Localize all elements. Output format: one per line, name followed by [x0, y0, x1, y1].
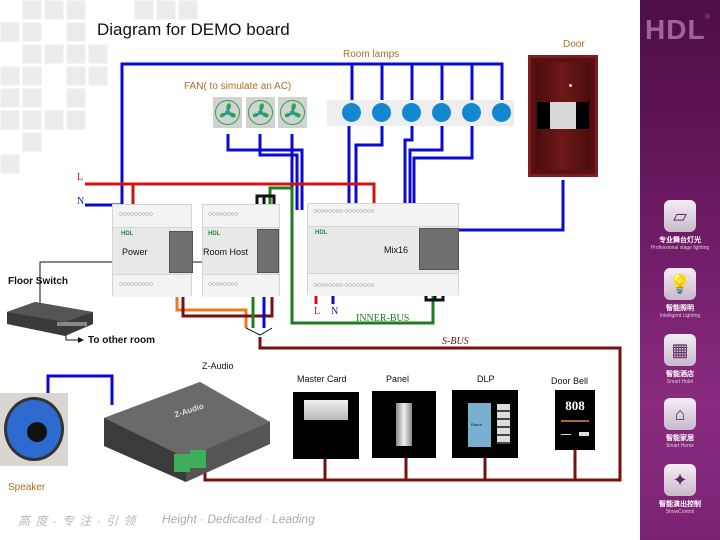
hdl-brand: HDL — [208, 231, 221, 237]
dlp-label: DLP — [477, 374, 495, 384]
panel-label: Panel — [386, 374, 410, 384]
lamp-icon — [462, 103, 481, 122]
maroon-wire — [181, 287, 274, 318]
hotel-icon: ▦ — [664, 334, 696, 366]
lamp-icon — [342, 103, 361, 122]
orange-wire — [175, 287, 248, 328]
slogan-en: Height · Dedicated · Leading — [162, 512, 315, 526]
dlp-screen-text: Rama — [471, 422, 482, 427]
door-bell-label: Door Bell — [551, 376, 589, 386]
room-number: 808 — [565, 398, 585, 413]
master-card-device — [293, 392, 359, 459]
fan-label: FAN( to simulate an AC) — [184, 81, 292, 92]
to-other-room-label: To other room — [88, 335, 156, 346]
room-lamps-label: Room lamps — [343, 49, 400, 60]
door-peephole — [569, 84, 572, 87]
registered-mark: ® — [705, 14, 711, 21]
speaker-wire — [46, 374, 114, 405]
bulb-icon: 💡 — [664, 268, 696, 300]
line-l-label: L — [77, 172, 84, 183]
speaker-image — [0, 393, 68, 466]
s-bus-device-drops — [323, 450, 577, 480]
home-icon: ⌂ — [664, 398, 696, 430]
l-line-wire — [85, 182, 376, 208]
door-label: Door — [563, 39, 585, 50]
show-control-icon: ✦ — [664, 464, 696, 496]
lamp-icon — [372, 103, 391, 122]
background-tiles — [0, 0, 200, 180]
inner-bus-label: INNER-BUS — [356, 313, 410, 324]
page-title: Diagram for DEMO board — [97, 20, 290, 39]
mix-n-label: N — [331, 306, 339, 317]
hdl-sidebar: ▱ 专业舞台灯光 Professional stage lighting 💡 智… — [640, 0, 720, 540]
room-host-module-label: Room Host — [203, 247, 249, 257]
lamp-icon — [402, 103, 421, 122]
sidebar-item-show-control: ✦ 智能演出控制 ShowControl — [640, 464, 720, 515]
fan-icon — [278, 97, 307, 128]
sidebar-item-stage-lighting: ▱ 专业舞台灯光 Professional stage lighting — [640, 200, 720, 251]
sidebar-item-smart-home: ⌂ 智能家居 Smart Home — [640, 398, 720, 449]
mix-l-label: L — [314, 306, 321, 317]
mix16-module-window — [419, 228, 459, 270]
door-bell-device: 808 — [555, 390, 595, 450]
door-image — [528, 55, 598, 177]
blue-wire-lamp-drops — [350, 64, 474, 100]
inner-bus-wire — [268, 186, 435, 325]
panel-device — [372, 391, 436, 458]
hdl-brand: HDL — [315, 230, 328, 236]
s-bus-fork — [245, 327, 273, 336]
blue-wire-main — [120, 62, 504, 213]
room-host-module: ○○○○○○○○ HDL Room Host ○○○○○○○○ — [202, 204, 280, 297]
line-n-label: N — [77, 196, 85, 207]
mix16-module: ○○○○○○○○ ○○○○○○○○ HDL Mix16 ○○○○○○○○ ○○○… — [307, 203, 459, 296]
room-lamps-strip — [327, 100, 514, 126]
s-bus-label: S-BUS — [442, 336, 469, 347]
speaker-label: Speaker — [8, 482, 46, 493]
slogan-cn: 高 度 · 专 注 · 引 领 — [18, 514, 137, 528]
power-module-label: Power — [122, 247, 148, 257]
fan-icon — [213, 97, 242, 128]
lamp-icon — [492, 103, 511, 122]
master-card-label: Master Card — [297, 374, 347, 384]
floor-switch-label: Floor Switch — [8, 276, 68, 287]
ethernet-port — [257, 229, 279, 273]
floor-switch-image — [5, 298, 95, 338]
fan-icon — [246, 97, 275, 128]
arrow-icon — [78, 337, 84, 343]
sidebar-item-smart-hotel: ▦ 智能酒店 Smart Hotel — [640, 334, 720, 385]
sidebar-item-intelligent-lighting: 💡 智能照明 Intelligent Lighting — [640, 268, 720, 319]
dlp-device: Rama — [452, 390, 518, 458]
lamp-icon — [432, 103, 451, 122]
s-bus-wire — [203, 337, 622, 482]
hdl-brand: HDL — [121, 231, 134, 237]
hdl-logo: HDL — [645, 14, 706, 45]
power-module-window — [169, 231, 193, 273]
z-audio-label: Z-Audio — [202, 361, 234, 371]
stage-lighting-icon: ▱ — [664, 200, 696, 232]
power-module: ○○○○○○○○○ HDL Power ○○○○○○○○○ — [112, 204, 193, 297]
z-audio-device: Z-Audio — [100, 382, 272, 482]
mix16-module-label: Mix16 — [384, 245, 409, 255]
